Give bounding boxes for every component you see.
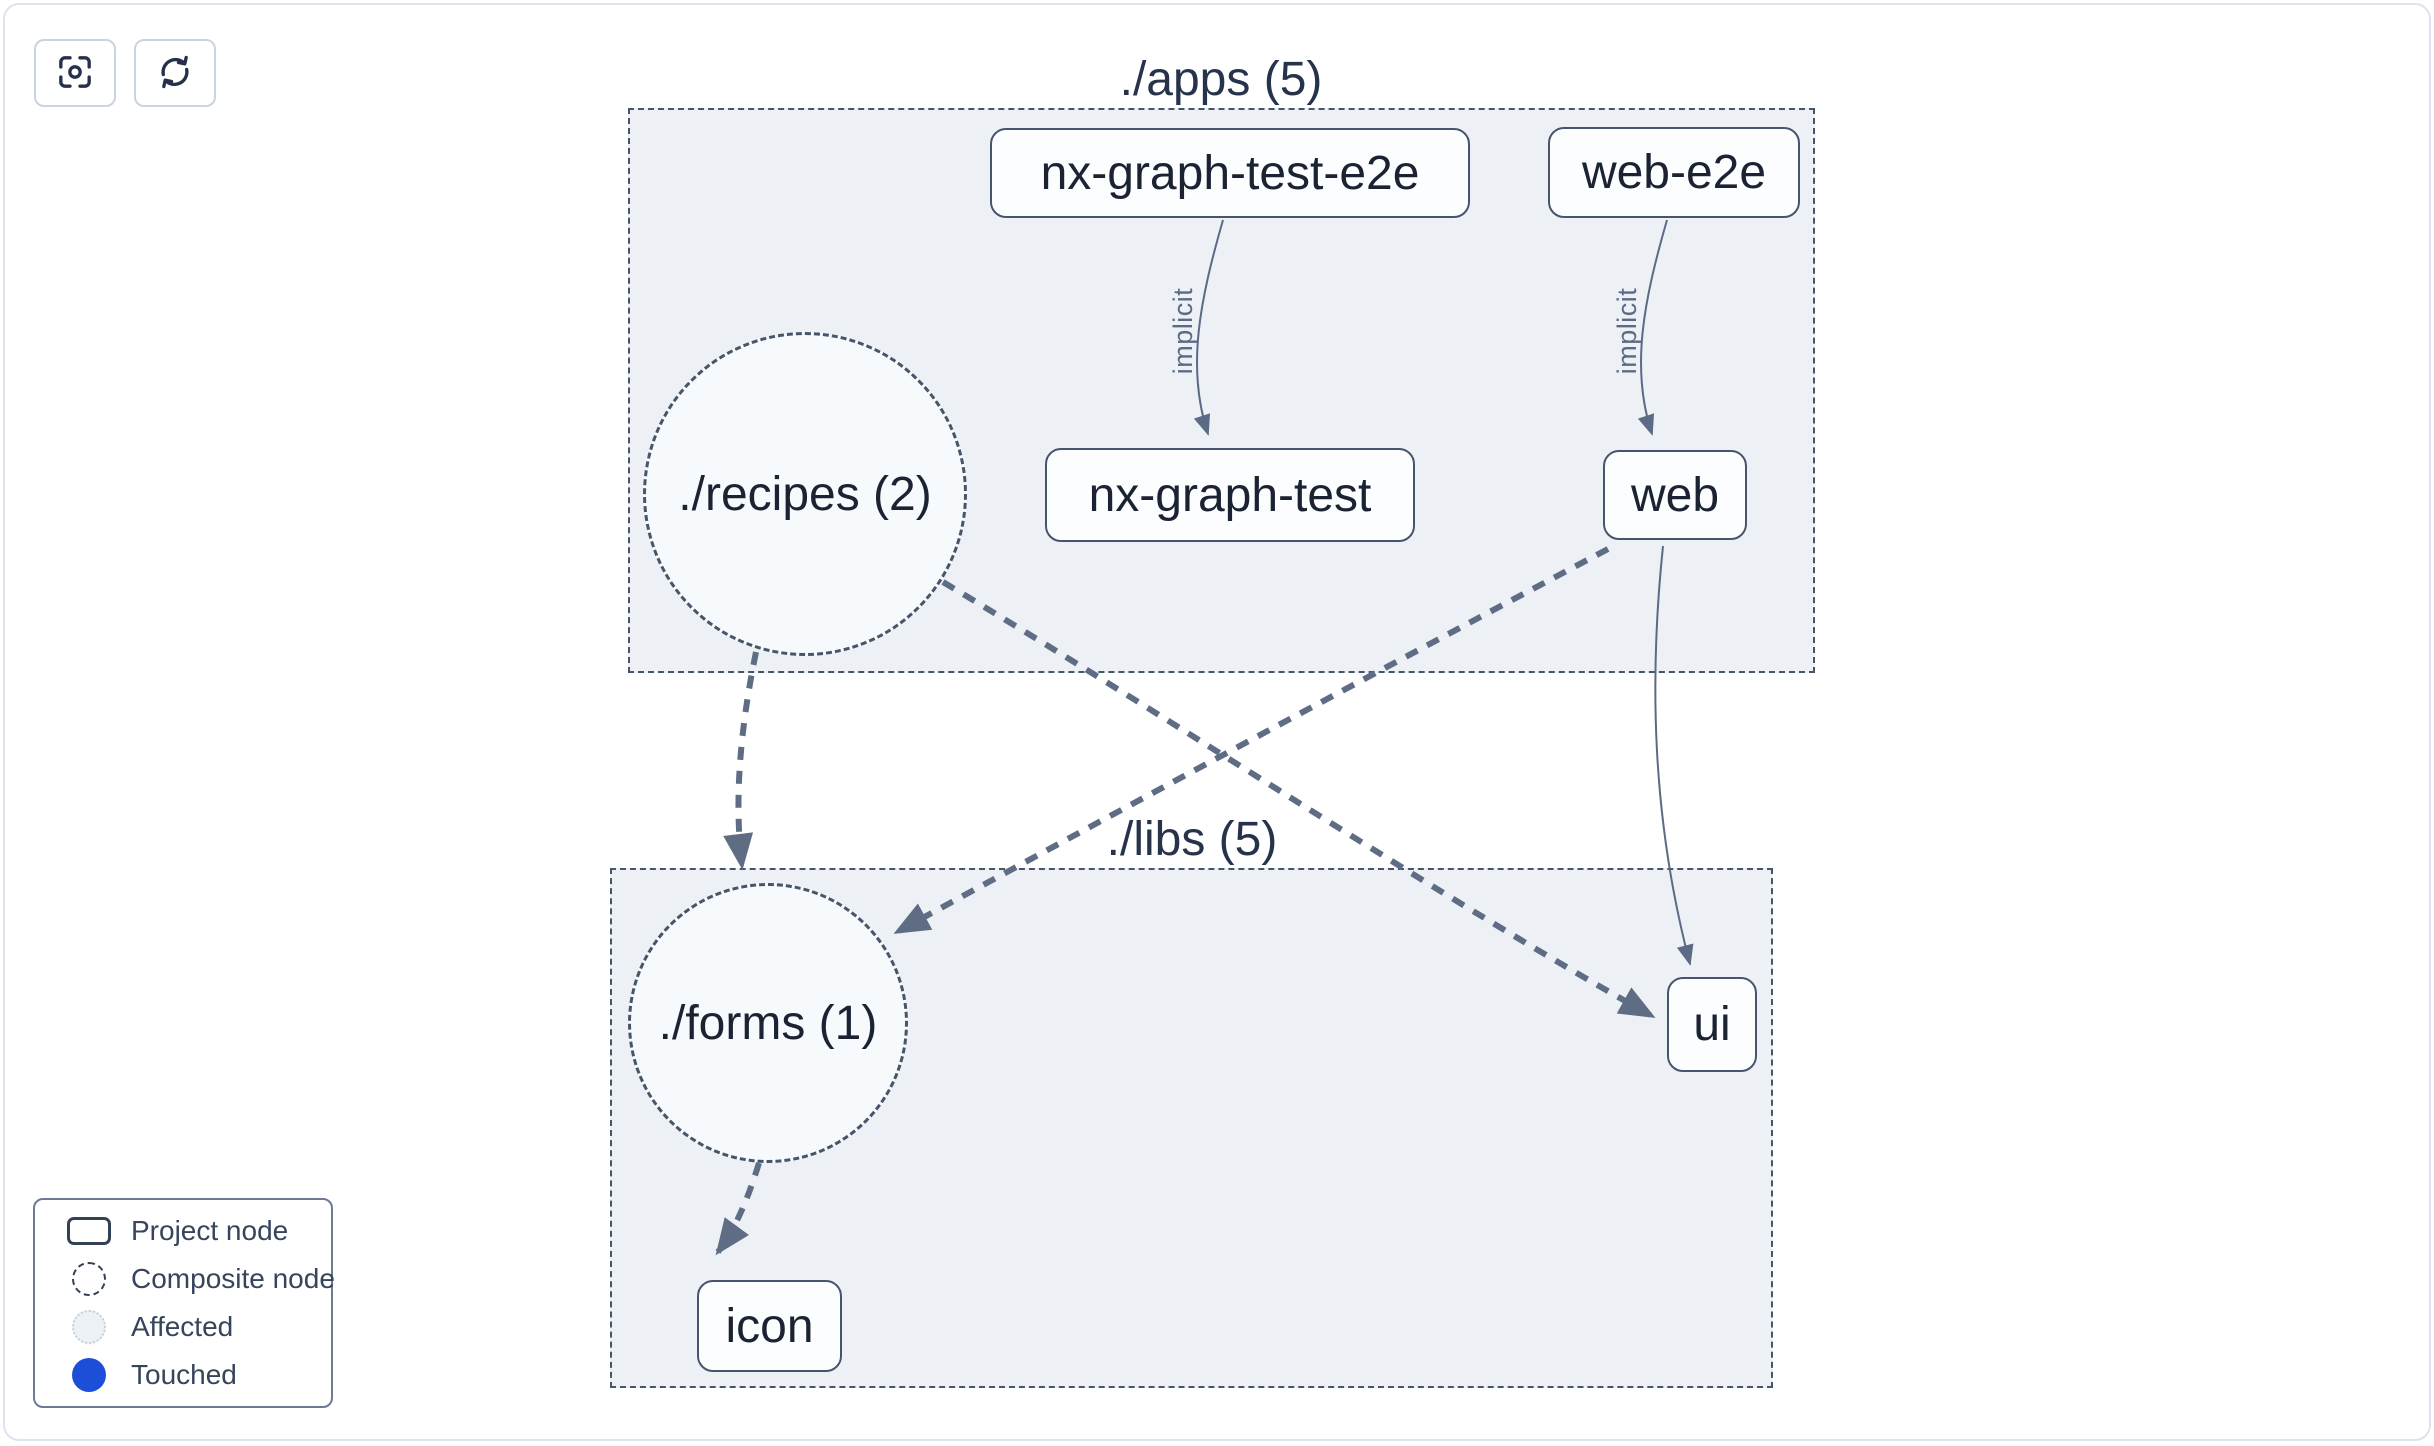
edge-web-e2e-to-web[interactable] bbox=[1637, 219, 1668, 436]
legend-item-affected: Affected bbox=[35, 1303, 331, 1351]
legend-label-composite-node: Composite node bbox=[131, 1263, 335, 1294]
affected-swatch-icon bbox=[61, 1310, 117, 1344]
composite-node-recipes-label: ./recipes (2) bbox=[678, 467, 932, 521]
project-node-swatch-icon bbox=[61, 1217, 117, 1245]
project-node-nx-graph-test-e2e-label: nx-graph-test-e2e bbox=[1040, 146, 1420, 200]
composite-node-forms-label: ./forms (1) bbox=[658, 996, 878, 1050]
group-apps-label: ./apps (5) bbox=[1119, 53, 1323, 106]
edge-recipes-to-ui[interactable] bbox=[941, 579, 1656, 1019]
legend-item-project-node: Project node bbox=[35, 1207, 331, 1255]
project-node-web-e2e-label: web-e2e bbox=[1581, 146, 1767, 199]
project-node-web-label: web bbox=[1630, 468, 1720, 522]
legend-item-composite-node: Composite node bbox=[35, 1255, 335, 1303]
composite-node-forms[interactable]: ./forms (1) bbox=[628, 883, 908, 1163]
edge-web-to-ui[interactable] bbox=[1654, 545, 1694, 966]
edge-recipes-to-forms[interactable] bbox=[723, 651, 759, 870]
reset-focus-button[interactable] bbox=[34, 39, 116, 107]
legend-label-affected: Affected bbox=[131, 1311, 234, 1342]
composite-node-swatch-icon bbox=[61, 1262, 117, 1296]
project-node-nx-graph-test[interactable]: nx-graph-test bbox=[1045, 448, 1415, 542]
legend-item-touched: Touched bbox=[35, 1351, 331, 1399]
legend-label-project-node: Project node bbox=[131, 1215, 289, 1246]
project-node-ui-label: ui bbox=[1693, 998, 1731, 1051]
project-node-web[interactable]: web bbox=[1603, 450, 1747, 540]
project-node-nx-graph-test-label: nx-graph-test bbox=[1088, 468, 1372, 522]
project-node-nx-graph-test-e2e[interactable]: nx-graph-test-e2e bbox=[990, 128, 1470, 218]
project-node-ui[interactable]: ui bbox=[1667, 977, 1757, 1072]
project-node-icon[interactable]: icon bbox=[697, 1280, 842, 1372]
focus-icon bbox=[55, 52, 95, 95]
refresh-button[interactable] bbox=[134, 39, 216, 107]
legend: Project node Composite node Affected Tou… bbox=[33, 1198, 335, 1408]
group-libs-label: ./libs (5) bbox=[1106, 813, 1278, 866]
edge-forms-to-icon[interactable] bbox=[715, 1162, 762, 1256]
legend-label-touched: Touched bbox=[131, 1359, 237, 1390]
refresh-icon bbox=[155, 52, 195, 95]
composite-node-recipes[interactable]: ./recipes (2) bbox=[643, 332, 967, 656]
project-node-icon-label: icon bbox=[725, 1299, 814, 1353]
project-node-web-e2e[interactable]: web-e2e bbox=[1548, 127, 1800, 218]
edge-nx-graph-test-e2e-to-nx-graph-test[interactable] bbox=[1193, 219, 1224, 436]
touched-swatch-icon bbox=[61, 1358, 117, 1392]
